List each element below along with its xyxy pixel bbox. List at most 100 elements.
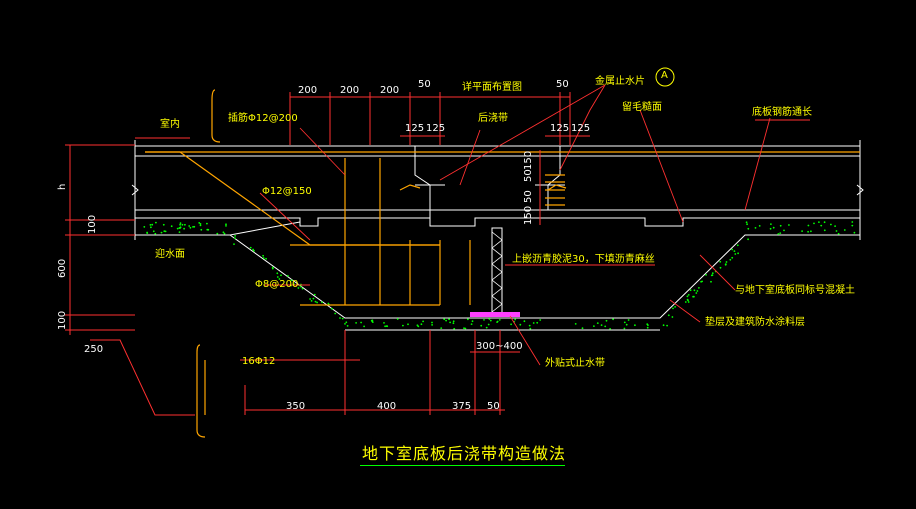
hatch-dot — [581, 327, 584, 330]
grid-marker-circle — [655, 67, 675, 87]
hatch-dot — [297, 287, 300, 289]
label-fill-concrete: 与地下室底板同标号混凝土 — [735, 285, 855, 296]
hatch-dot — [310, 300, 313, 302]
title-underline — [360, 465, 565, 466]
hatch-dot — [183, 227, 186, 230]
hatch-dot — [431, 324, 433, 326]
label-anchor-bar: 插筋Φ12@200 — [228, 113, 298, 124]
hatch-dot — [422, 320, 424, 323]
hatch-dot — [837, 232, 840, 235]
hatch-dot — [483, 319, 485, 321]
hatch-dot — [689, 289, 692, 292]
hatch-dot — [593, 325, 595, 327]
hatch-dot — [772, 226, 775, 229]
hatch-dot — [360, 321, 362, 324]
hatch-dot — [206, 228, 209, 231]
hatch-dot — [452, 320, 455, 323]
dim-v600: 600 — [57, 258, 68, 278]
hatch-dot — [271, 266, 274, 269]
dim-v50b: 50 — [523, 190, 534, 203]
hatch-dot — [737, 252, 739, 255]
hatch-dot — [286, 274, 289, 277]
rebar — [145, 89, 860, 438]
hatch-dot — [843, 229, 846, 231]
hatch-dot — [249, 246, 252, 249]
hatch-dot — [198, 222, 201, 224]
hatch-dot — [612, 318, 614, 321]
hatch-dot — [384, 325, 386, 328]
hatch-dot — [485, 326, 488, 329]
dim-v50a: 50 — [523, 169, 534, 182]
hatch-dot — [488, 318, 491, 320]
slab-outline — [131, 140, 864, 331]
dim-v250: 250 — [84, 344, 104, 355]
hatch-dot — [646, 326, 649, 329]
hatch-dot — [596, 322, 599, 324]
hatch-dot — [666, 324, 668, 327]
hatch-dot — [731, 248, 734, 251]
dim-v150b: 150 — [523, 205, 534, 225]
hatch-dot — [170, 225, 173, 228]
hatch-dot — [687, 299, 689, 302]
hatch-dot — [276, 276, 279, 278]
hatch-dot — [321, 301, 323, 304]
hatch-dot — [536, 321, 539, 324]
hatch-dot — [532, 322, 535, 324]
hatch-dot — [448, 318, 450, 321]
label-stirrup: Φ8@200 — [255, 279, 299, 290]
hatch-dot — [181, 223, 184, 226]
label-anchor-bar2: Φ12@150 — [262, 186, 312, 197]
hatch-dot — [746, 223, 748, 226]
hatch-dot — [316, 301, 318, 304]
hatch-dot — [487, 323, 490, 326]
hatch-dot — [604, 325, 607, 328]
dim-top-3: 200 — [380, 85, 400, 96]
hatch-dot — [725, 261, 728, 263]
hatch-dot — [711, 274, 714, 276]
hatch-dot — [734, 253, 737, 255]
label-plan-ref: 详平面布置图 — [462, 82, 522, 93]
hatch-dot — [528, 324, 531, 327]
hatch-dot — [206, 222, 208, 225]
hatch-dot — [440, 327, 443, 329]
label-waterproof-face: 迎水面 — [155, 249, 185, 260]
dim-top-4: 50 — [418, 79, 431, 90]
hatch-dot — [834, 225, 836, 228]
hatch-dot — [331, 307, 333, 310]
hatch-dot — [830, 223, 832, 226]
hatch-dot — [662, 324, 665, 327]
hatch-dot — [233, 243, 235, 246]
hatch-dot — [299, 285, 302, 288]
hatch-dot — [443, 318, 446, 321]
hatch-dot — [695, 292, 698, 294]
hatch-dot — [634, 324, 636, 327]
hatch-dot — [278, 278, 281, 280]
hatch-dot — [667, 314, 670, 317]
hatch-dot — [445, 319, 447, 322]
hatch-dot — [729, 258, 732, 261]
hatch-dot — [314, 300, 317, 303]
dim-c3: 125 — [550, 123, 570, 134]
concrete-hatch — [143, 221, 856, 330]
label-bottom-bar: 底板钢筋通长 — [752, 107, 812, 118]
hatch-dot — [770, 223, 772, 226]
hatch-dot — [313, 293, 316, 296]
hatch-dot — [813, 222, 815, 225]
hatch-dot — [736, 244, 739, 247]
hatch-dot — [234, 235, 237, 237]
hatch-dot — [783, 229, 785, 232]
hatch-dot — [385, 325, 388, 327]
hatch-dot — [693, 289, 696, 292]
hatch-dot — [178, 231, 181, 234]
hatch-dot — [467, 318, 469, 321]
hatch-dot — [253, 249, 255, 252]
hatch-dot — [339, 317, 341, 319]
hatch-dot — [341, 317, 344, 320]
hatch-dot — [199, 223, 202, 225]
hatch-dot — [672, 307, 674, 310]
hatch-dot — [686, 295, 689, 298]
hatch-dot — [463, 327, 465, 330]
dim-v150a: 150 — [523, 150, 534, 170]
label-rough-face: 留毛糙面 — [622, 102, 662, 113]
hatch-dot — [724, 263, 727, 266]
